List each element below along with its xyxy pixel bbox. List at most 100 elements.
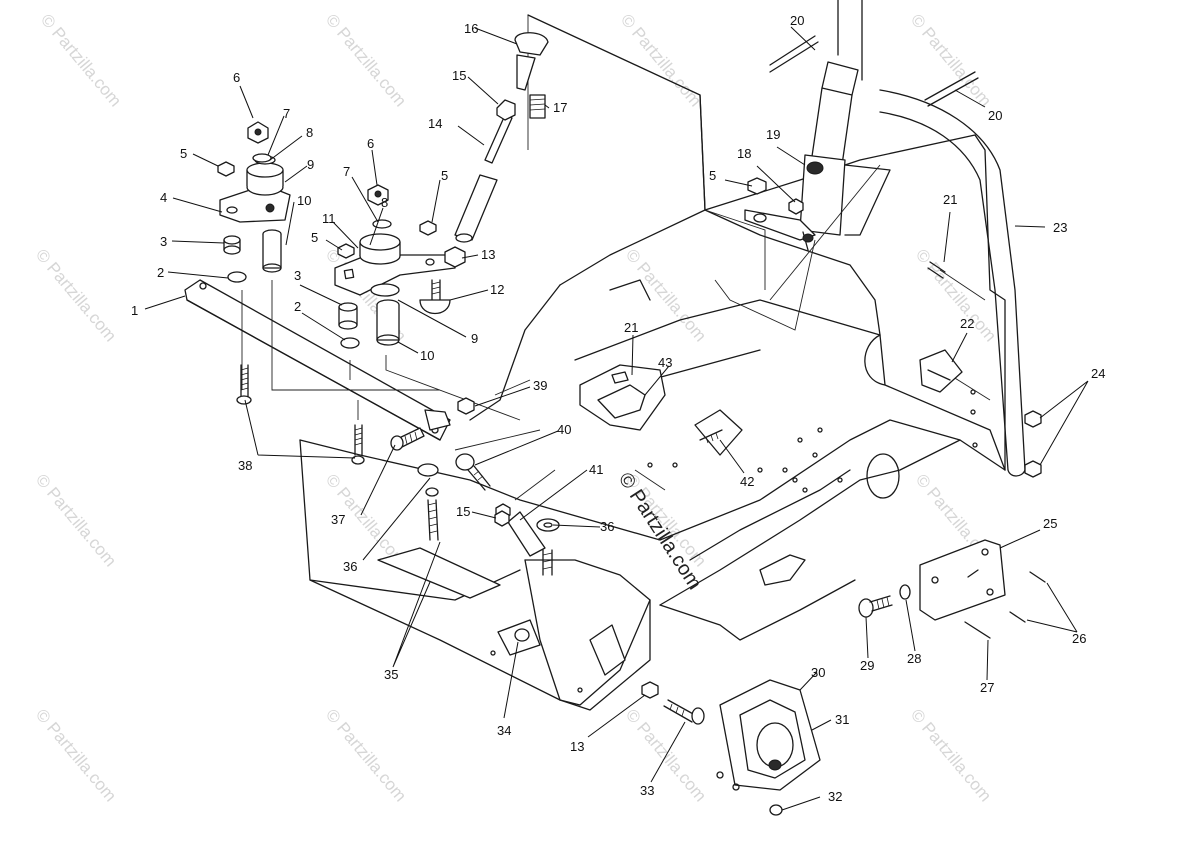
callout-10a: 10 xyxy=(297,193,311,208)
watermark-layer: © Partzilla.com © Partzilla.com © Partzi… xyxy=(32,10,1000,805)
callout-20b: 20 xyxy=(988,108,1002,123)
callout-29: 29 xyxy=(860,658,874,673)
callout-7b: 7 xyxy=(343,164,350,179)
callout-3a: 3 xyxy=(160,234,167,249)
bolt-33 xyxy=(641,681,705,725)
ring-2-right xyxy=(340,337,360,349)
callout-17: 17 xyxy=(553,100,567,115)
pitman-arm-right xyxy=(334,233,456,297)
cover-plate-25 xyxy=(919,539,1006,621)
bushing-3-left xyxy=(223,235,241,255)
callout-37: 37 xyxy=(331,512,345,527)
callout-8b: 8 xyxy=(381,195,388,210)
callout-28: 28 xyxy=(907,651,921,666)
callout-38: 38 xyxy=(238,458,252,473)
callout-21a: 21 xyxy=(624,320,638,335)
callout-36b: 36 xyxy=(343,559,357,574)
callout-34: 34 xyxy=(497,723,511,738)
watermark-tr: © Partzilla.com xyxy=(907,10,995,110)
bolt-42 xyxy=(694,409,743,456)
screw-26 xyxy=(1009,571,1046,623)
callout-40: 40 xyxy=(557,422,571,437)
throttle-cables xyxy=(769,35,979,107)
callout-39: 39 xyxy=(533,378,547,393)
leader-lines xyxy=(144,26,1089,811)
watermark-xl: © Partzilla.com xyxy=(32,705,120,805)
watermark-mr: © Partzilla.com xyxy=(912,245,1000,345)
mount-bracket-43 xyxy=(579,364,666,431)
watermark-tc: © Partzilla.com xyxy=(322,10,410,110)
callout-15b: 15 xyxy=(456,504,470,519)
rod-end-40 xyxy=(455,397,491,491)
callout-5a: 5 xyxy=(180,146,187,161)
watermark-tl: © Partzilla.com xyxy=(37,10,125,110)
callout-30: 30 xyxy=(811,665,825,680)
callout-5c: 5 xyxy=(311,230,318,245)
callout-12: 12 xyxy=(490,282,504,297)
nut-5-right-b xyxy=(419,220,437,236)
callout-5b: 5 xyxy=(441,168,448,183)
nut-13-upper xyxy=(444,246,466,268)
watermark-xc: © Partzilla.com xyxy=(322,705,410,805)
screw-27 xyxy=(964,621,991,639)
nut-5-left xyxy=(217,161,235,177)
callout-5d: 5 xyxy=(709,168,716,183)
mount-34 xyxy=(497,619,541,656)
bulkhead-assembly xyxy=(299,14,1006,711)
bracket-22 xyxy=(919,349,963,393)
callout-18: 18 xyxy=(737,146,751,161)
grab-handle xyxy=(879,89,1026,477)
callout-8a: 8 xyxy=(306,125,313,140)
callout-9a: 9 xyxy=(307,157,314,172)
callout-23: 23 xyxy=(1053,220,1067,235)
callout-42: 42 xyxy=(740,474,754,489)
alignment-guides xyxy=(241,164,991,501)
callout-43: 43 xyxy=(658,355,672,370)
callout-35: 35 xyxy=(384,667,398,682)
callout-numbers: 6 7 8 9 10 5 4 3 2 1 16 15 17 14 6 7 5 8… xyxy=(131,13,1105,804)
watermark-xr: © Partzilla.com xyxy=(907,705,995,805)
nut-15-lower xyxy=(494,510,510,527)
callout-7a: 7 xyxy=(283,106,290,121)
callout-11: 11 xyxy=(322,211,336,226)
callout-16: 16 xyxy=(464,21,478,36)
nut-5-upper-right xyxy=(747,177,767,195)
callout-20a: 20 xyxy=(790,13,804,28)
callout-27: 27 xyxy=(980,680,994,695)
steering-shaft xyxy=(454,32,549,243)
callout-6a: 6 xyxy=(233,70,240,85)
nut-5-right-a xyxy=(337,243,355,259)
callout-6b: 6 xyxy=(367,136,374,151)
callout-36a: 36 xyxy=(600,519,614,534)
nut-left xyxy=(247,121,272,163)
callout-19: 19 xyxy=(766,127,780,142)
callout-21b: 21 xyxy=(943,192,957,207)
watermark-ml: © Partzilla.com xyxy=(32,245,120,345)
steering-post xyxy=(744,0,891,251)
motor-mount xyxy=(716,679,821,816)
callout-2a: 2 xyxy=(157,265,164,280)
callout-33: 33 xyxy=(640,783,654,798)
sleeve-10-right xyxy=(376,299,400,346)
bolt-37 xyxy=(390,427,425,451)
callout-41: 41 xyxy=(589,462,603,477)
callout-9b: 9 xyxy=(471,331,478,346)
callout-15a: 15 xyxy=(452,68,466,83)
nut-18 xyxy=(788,198,804,215)
callout-32: 32 xyxy=(828,789,842,804)
bushing-3-right xyxy=(338,302,358,330)
callout-13b: 13 xyxy=(570,739,584,754)
watermark-tm: © Partzilla.com xyxy=(617,10,705,110)
stud-35 xyxy=(417,463,553,576)
ring-2-left xyxy=(227,271,247,283)
callout-26: 26 xyxy=(1072,631,1086,646)
callout-3b: 3 xyxy=(294,268,301,283)
callout-14: 14 xyxy=(428,116,442,131)
sleeve-10-left xyxy=(262,229,282,273)
callout-31: 31 xyxy=(835,712,849,727)
bolt-21-right xyxy=(927,261,946,279)
callout-10b: 10 xyxy=(420,348,434,363)
callout-24: 24 xyxy=(1091,366,1105,381)
watermark-bl: © Partzilla.com xyxy=(32,470,120,570)
sleeve-41 xyxy=(495,503,560,557)
